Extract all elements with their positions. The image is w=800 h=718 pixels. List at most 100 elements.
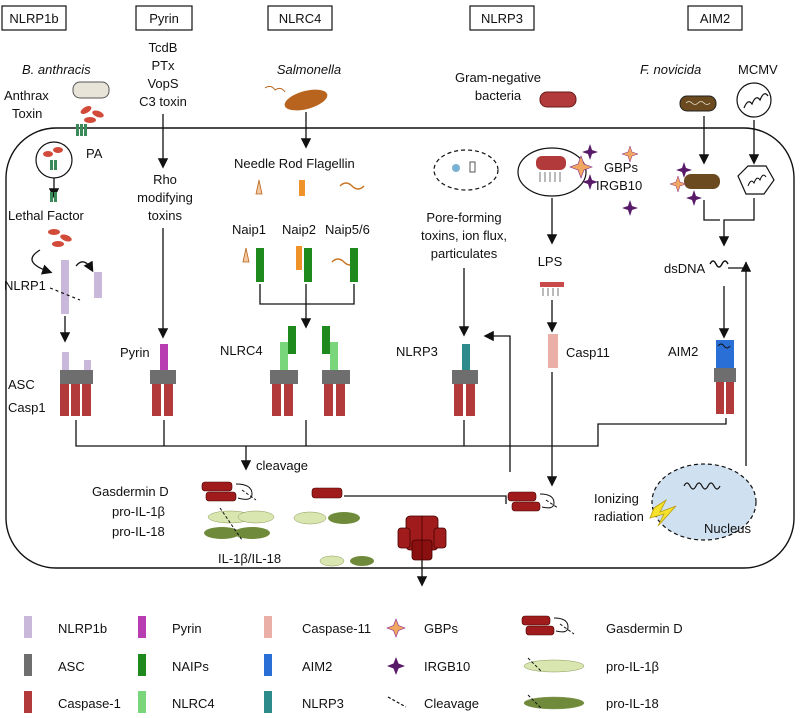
label-ionizing-1: Ionizing: [594, 491, 639, 506]
label-lethal-factor: Lethal Factor: [8, 208, 85, 223]
header-aim2: AIM2: [700, 11, 730, 26]
casp11-icon: [548, 334, 558, 368]
label-naip2: Naip2: [282, 222, 316, 237]
label-anthracis: B. anthracis: [22, 62, 91, 77]
label-gram-neg-2: bacteria: [475, 88, 522, 103]
legend-item-pyrin: Pyrin: [138, 616, 202, 638]
nucleus-icon: [651, 463, 757, 541]
label-cleavage: cleavage: [256, 458, 308, 473]
legend-swatch: [387, 657, 405, 675]
gasdermin-casp11-icon: [507, 491, 559, 512]
gbps-icons: [569, 144, 598, 190]
bacterial-vacuole-icon: [517, 147, 587, 197]
legend-item-cleavage: Cleavage: [387, 696, 479, 711]
legend-swatch: [138, 616, 146, 638]
legend-item-gasdermin-d: Gasdermin D: [521, 615, 683, 636]
label-c3-toxin: C3 toxin: [139, 94, 187, 109]
legend-item-nlrp1b: NLRP1b: [24, 616, 107, 638]
label-mcmv: MCMV: [738, 62, 778, 77]
legend-label: NAIPs: [172, 659, 209, 674]
label-pa: PA: [86, 146, 103, 161]
legend-item-aim2: AIM2: [264, 654, 332, 676]
pa-pore-icon: [76, 124, 87, 136]
gram-negative-bacterium-icon: [539, 91, 577, 108]
legend-label: pro-IL-1β: [606, 659, 659, 674]
label-nlrp1: NLRP1: [4, 278, 46, 293]
label-pyrin: Pyrin: [120, 345, 150, 360]
header-nlrc4: NLRC4: [279, 11, 322, 26]
nlrp1-inflammasome-icon: [60, 352, 93, 416]
legend-label: IRGB10: [424, 659, 470, 674]
label-asc: ASC: [8, 377, 35, 392]
gasdermin-pore-icon: [397, 515, 447, 561]
legend-label: Cleavage: [424, 696, 479, 711]
cell-membrane: [5, 127, 795, 569]
legend-label: NLRC4: [172, 696, 215, 711]
pore-vesicle-icon: [433, 149, 499, 191]
label-pore-3: particulates: [431, 246, 498, 261]
lethal-factor-icons: [48, 229, 72, 247]
label-needle-rod-flagellin: Needle Rod Flagellin: [234, 156, 355, 171]
label-casp1: Casp1: [8, 400, 46, 415]
label-rho-2: modifying: [137, 190, 193, 205]
label-tcdb: TcdB: [149, 40, 178, 55]
label-casp11: Casp11: [566, 345, 610, 360]
legend-label: NLRP3: [302, 696, 344, 711]
aim2-inflammasome-icon: [714, 340, 736, 414]
legend-label: Gasdermin D: [606, 621, 683, 636]
label-pro-il1b: pro-IL-1β: [112, 504, 165, 519]
lightning-icon: [649, 498, 677, 527]
header-boxes: NLRP1b Pyrin NLRC4 NLRP3 AIM2: [1, 5, 743, 31]
salmonella-bacterium-icon: [284, 89, 328, 111]
nuclear-dna-icon: [683, 482, 721, 490]
label-ptx: PTx: [151, 58, 175, 73]
header-nlrp1b: NLRP1b: [9, 11, 58, 26]
gasdermin-full-icon: [201, 481, 257, 502]
legend-label: NLRP1b: [58, 621, 107, 636]
label-dsdna: dsDNA: [664, 261, 706, 276]
label-aim2: AIM2: [668, 344, 698, 359]
legend-item-asc: ASC: [24, 654, 85, 676]
label-nlrc4: NLRC4: [220, 343, 263, 358]
label-gbps: GBPs: [604, 160, 638, 175]
label-naip56: Naip5/6: [325, 222, 370, 237]
header-nlrp3: NLRP3: [481, 11, 523, 26]
legend-item-irgb10: IRGB10: [387, 657, 470, 675]
label-nucleus: Nucleus: [704, 521, 751, 536]
label-rho-1: Rho: [153, 172, 177, 187]
header-pyrin: Pyrin: [149, 11, 179, 26]
legend-item-pro-il-1-: pro-IL-1β: [523, 657, 659, 674]
nlrp3-inflammasome-icon: [452, 344, 478, 416]
label-novicida: F. novicida: [640, 62, 701, 77]
naip-icons: [242, 246, 358, 282]
label-rho-3: toxins: [148, 208, 182, 223]
legend-swatch: [386, 618, 406, 638]
legend-swatch: [387, 696, 407, 708]
label-gasdermin: Gasdermin D: [92, 484, 169, 499]
legend-item-pro-il-18: pro-IL-18: [523, 694, 659, 711]
legend-swatch: [264, 691, 272, 713]
label-nlrp3: NLRP3: [396, 344, 438, 359]
label-ionizing-2: radiation: [594, 509, 644, 524]
nlrc4-inflammasome-1-icon: [270, 326, 298, 416]
legend-label: pro-IL-18: [606, 696, 659, 711]
legend-swatch: [523, 659, 585, 673]
legend-swatch: [523, 696, 585, 710]
legend-swatch: [138, 654, 146, 676]
legend-item-gbps: GBPs: [386, 618, 458, 638]
legend-item-nlrp3: NLRP3: [264, 691, 344, 713]
legend-label: Pyrin: [172, 621, 202, 636]
label-pore-1: Pore-forming: [426, 210, 501, 225]
label-vops: VopS: [147, 76, 178, 91]
legend-swatch: [24, 616, 32, 638]
anthracis-bacterium-icon: [72, 81, 110, 99]
legend-label: AIM2: [302, 659, 332, 674]
label-il1b-il18: IL-1β/IL-18: [218, 551, 281, 566]
legend-label: ASC: [58, 659, 85, 674]
label-salmonella: Salmonella: [277, 62, 341, 77]
legend-item-caspase-11: Caspase-11: [264, 616, 371, 638]
pyrin-inflammasome-icon: [150, 344, 176, 416]
label-irgb10: IRGB10: [596, 178, 642, 193]
pro-il18-icon: [204, 527, 240, 539]
